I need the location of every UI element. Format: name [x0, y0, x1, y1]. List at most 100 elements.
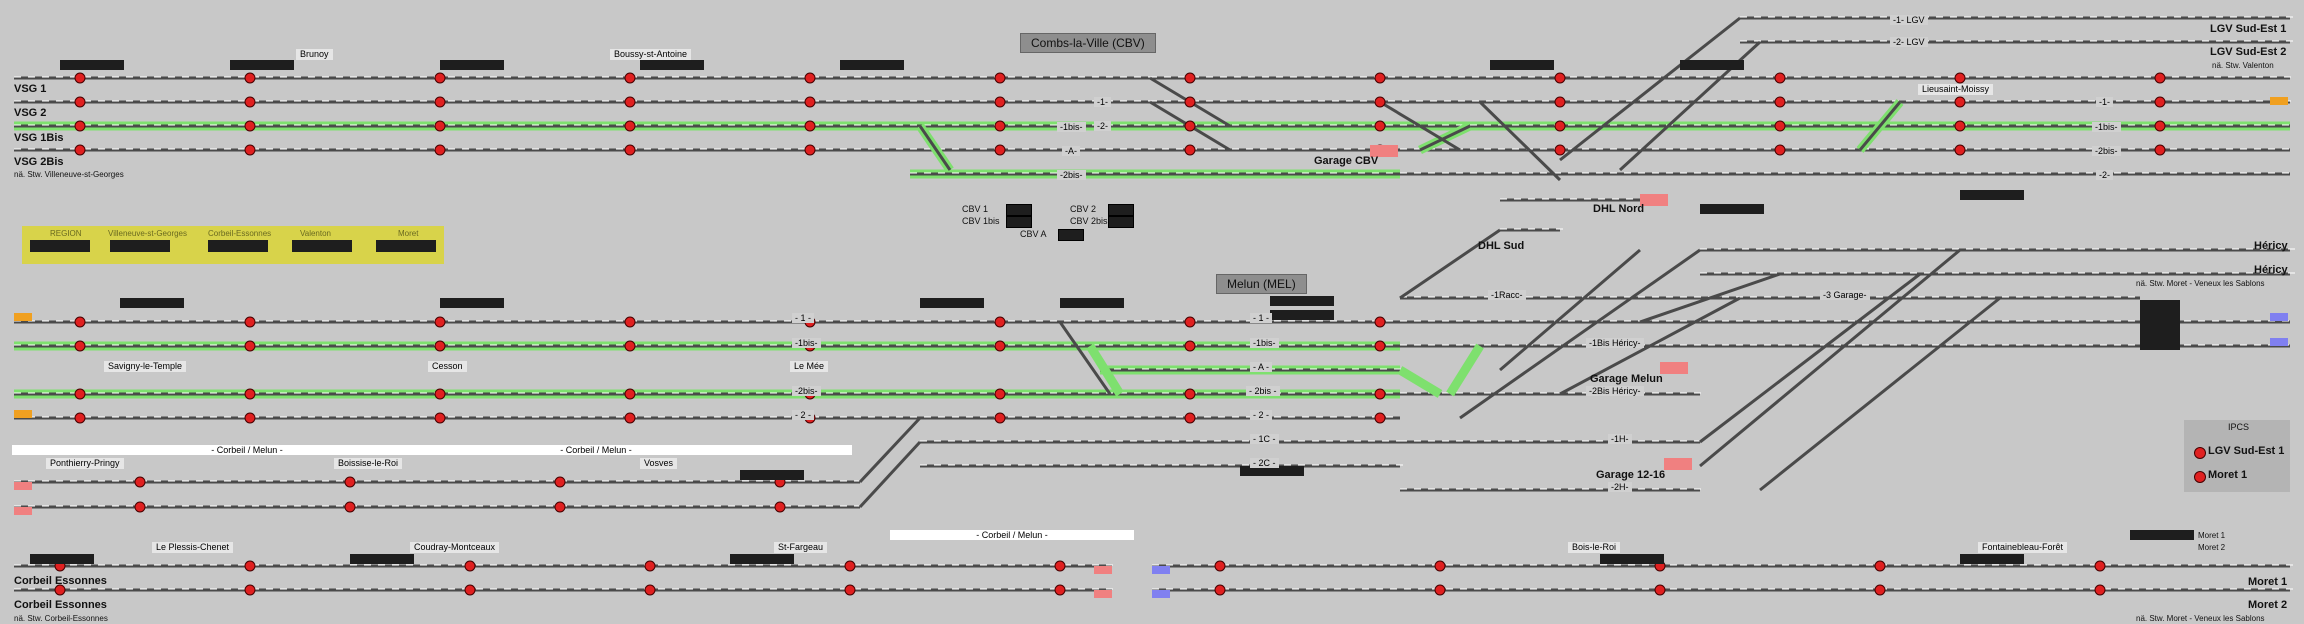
- train-number-block[interactable]: [120, 298, 184, 308]
- train-number-block[interactable]: [440, 298, 504, 308]
- signal[interactable]: [624, 388, 636, 400]
- signal[interactable]: [134, 476, 146, 488]
- signal[interactable]: [464, 584, 476, 596]
- signal[interactable]: [774, 501, 786, 513]
- signal[interactable]: [74, 340, 86, 352]
- signal[interactable]: [624, 340, 636, 352]
- ipcs-signal-lgv[interactable]: [2194, 447, 2206, 459]
- signal[interactable]: [434, 120, 446, 132]
- signal[interactable]: [434, 412, 446, 424]
- signal[interactable]: [1954, 120, 1966, 132]
- signal[interactable]: [244, 120, 256, 132]
- endcap-corbeil-2[interactable]: [14, 507, 32, 515]
- train-number-block[interactable]: [740, 470, 804, 480]
- endcap-moret-1[interactable]: [1152, 566, 1170, 574]
- signal[interactable]: [994, 144, 1006, 156]
- signal[interactable]: [554, 476, 566, 488]
- signal[interactable]: [1054, 584, 1066, 596]
- signal[interactable]: [1774, 96, 1786, 108]
- signal[interactable]: [244, 144, 256, 156]
- signal[interactable]: [1374, 316, 1386, 328]
- signal[interactable]: [434, 96, 446, 108]
- signal[interactable]: [624, 72, 636, 84]
- signal[interactable]: [1774, 144, 1786, 156]
- signal[interactable]: [1374, 412, 1386, 424]
- signal[interactable]: [624, 412, 636, 424]
- ipcs-signal-moret[interactable]: [2194, 471, 2206, 483]
- garage-occupied-marker[interactable]: [1370, 145, 1398, 157]
- signal[interactable]: [1184, 316, 1196, 328]
- signal[interactable]: [624, 316, 636, 328]
- signal[interactable]: [994, 388, 1006, 400]
- signal[interactable]: [74, 120, 86, 132]
- endcap-moret-2[interactable]: [1152, 590, 1170, 598]
- signal[interactable]: [74, 96, 86, 108]
- train-number-block[interactable]: [350, 554, 414, 564]
- signal[interactable]: [804, 144, 816, 156]
- signal[interactable]: [74, 316, 86, 328]
- signal[interactable]: [74, 72, 86, 84]
- signal[interactable]: [994, 412, 1006, 424]
- train-number-block[interactable]: [730, 554, 794, 564]
- signal[interactable]: [1054, 560, 1066, 572]
- signal[interactable]: [1184, 412, 1196, 424]
- signal[interactable]: [1554, 96, 1566, 108]
- signal[interactable]: [624, 96, 636, 108]
- signal[interactable]: [74, 388, 86, 400]
- signal[interactable]: [344, 476, 356, 488]
- signal[interactable]: [54, 584, 66, 596]
- signal[interactable]: [2154, 72, 2166, 84]
- signal[interactable]: [1434, 584, 1446, 596]
- signal[interactable]: [624, 144, 636, 156]
- signal[interactable]: [1184, 120, 1196, 132]
- signal[interactable]: [434, 72, 446, 84]
- signal[interactable]: [994, 316, 1006, 328]
- signal[interactable]: [624, 120, 636, 132]
- signal[interactable]: [1654, 584, 1666, 596]
- endcap-west-mel-1[interactable]: [14, 313, 32, 321]
- train-number-block[interactable]: [840, 60, 904, 70]
- signal[interactable]: [244, 560, 256, 572]
- signal[interactable]: [244, 584, 256, 596]
- signal[interactable]: [74, 412, 86, 424]
- signal[interactable]: [74, 144, 86, 156]
- endcap-east-mel-1[interactable]: [2270, 313, 2288, 321]
- train-number-block[interactable]: [1270, 310, 1334, 320]
- garage-occupied-marker[interactable]: [1664, 458, 1692, 470]
- train-number-block[interactable]: [230, 60, 294, 70]
- train-number-block[interactable]: [440, 60, 504, 70]
- train-number-block[interactable]: [1700, 204, 1764, 214]
- signal[interactable]: [554, 501, 566, 513]
- endcap-east-mel-2[interactable]: [2270, 338, 2288, 346]
- signal[interactable]: [1214, 560, 1226, 572]
- signal[interactable]: [1954, 144, 1966, 156]
- endcap-east-1[interactable]: [2270, 97, 2288, 105]
- signal[interactable]: [244, 388, 256, 400]
- signal[interactable]: [804, 120, 816, 132]
- signal[interactable]: [1874, 560, 1886, 572]
- train-number-block[interactable]: [1680, 60, 1744, 70]
- signal[interactable]: [1184, 340, 1196, 352]
- signal[interactable]: [1954, 72, 1966, 84]
- signal[interactable]: [2154, 144, 2166, 156]
- signal[interactable]: [2094, 560, 2106, 572]
- train-number-block[interactable]: [1060, 298, 1124, 308]
- signal[interactable]: [1374, 72, 1386, 84]
- signal[interactable]: [1214, 584, 1226, 596]
- signal[interactable]: [244, 72, 256, 84]
- signal[interactable]: [244, 340, 256, 352]
- train-number-block[interactable]: [640, 60, 704, 70]
- signal[interactable]: [644, 560, 656, 572]
- garage-occupied-marker[interactable]: [1640, 194, 1668, 206]
- signal[interactable]: [1774, 72, 1786, 84]
- signal[interactable]: [804, 96, 816, 108]
- signal[interactable]: [434, 388, 446, 400]
- garage-occupied-marker[interactable]: [1660, 362, 1688, 374]
- signal[interactable]: [1184, 96, 1196, 108]
- endcap-corbeil-3[interactable]: [1094, 566, 1112, 574]
- signal[interactable]: [464, 560, 476, 572]
- signal[interactable]: [1774, 120, 1786, 132]
- signal[interactable]: [844, 560, 856, 572]
- signal[interactable]: [244, 412, 256, 424]
- train-number-block[interactable]: [1960, 190, 2024, 200]
